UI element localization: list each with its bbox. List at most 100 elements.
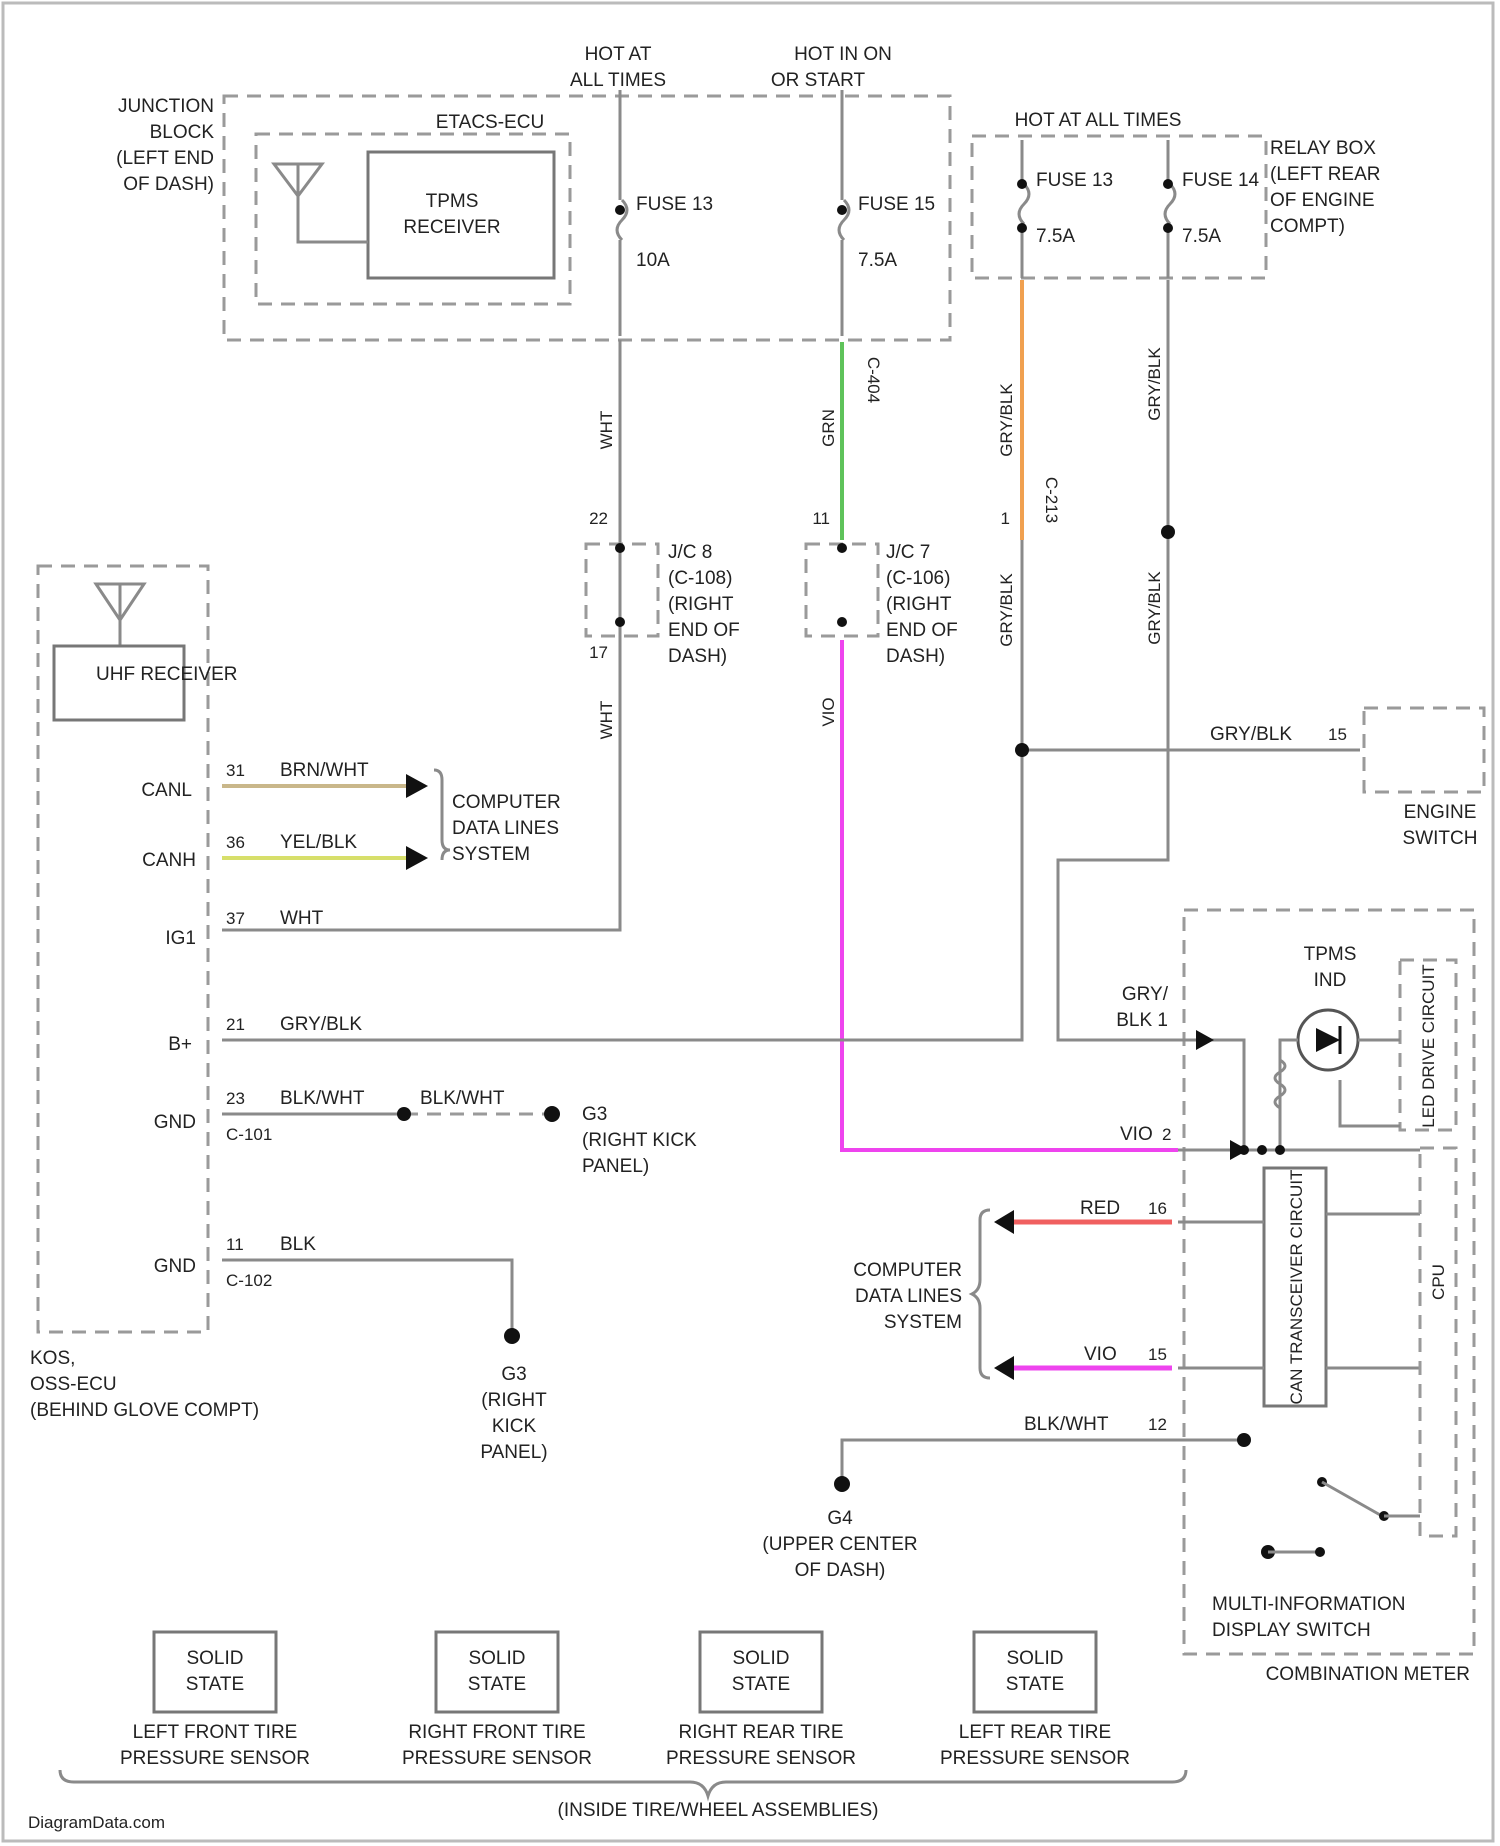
meter-gry-blk-internal [1178,1040,1244,1150]
gry-blk-label-2: GRY/BLK [997,573,1016,647]
sensor-state-line2: STATE [732,1674,790,1695]
meter-vio2-label: VIO [1084,1344,1117,1365]
sensor-label-line2: PRESSURE SENSOR [120,1748,310,1769]
g3-bottom-line4: PANEL) [480,1442,547,1463]
kos-cdl-line3: SYSTEM [452,844,530,865]
tpms-receiver-line1: TPMS [426,191,479,212]
kos-label-2: OSS-ECU [30,1374,117,1395]
sensor-state-line1: SOLID [1006,1648,1063,1669]
hot-in-on-line1: HOT IN ON [794,44,892,65]
hot-at-all-times-1-line2: ALL TIMES [570,70,666,91]
sensor-left-front: SOLID STATE LEFT FRONT TIRE PRESSURE SEN… [120,1632,310,1769]
sensor-label-line1: RIGHT FRONT TIRE [408,1722,585,1743]
jc7-line1: J/C 7 [886,542,930,563]
pin21: 21 [226,1015,245,1034]
junction-block-label-2: BLOCK [150,122,215,143]
relay-fuse13-label: FUSE 13 [1036,170,1113,191]
sensor-label-line2: PRESSURE SENSOR [940,1748,1130,1769]
relay-box-outline [972,136,1266,278]
sensor-label-line1: LEFT FRONT TIRE [133,1722,298,1743]
jc8-line5: DASH) [668,646,727,667]
ig-label: IG1 [165,928,196,949]
jc8-line2: (C-108) [668,568,732,589]
kos-label-3: (BEHIND GLOVE COMPT) [30,1400,259,1421]
cpu-outline [1420,1148,1456,1536]
g3-bottom-line1: G3 [501,1364,526,1385]
canh-label: CANH [142,850,196,871]
wht-label-1: WHT [597,411,616,450]
jc7-line5: DASH) [886,646,945,667]
antenna-icon [274,164,368,242]
meter-gry-blk-line1: GRY/ [1122,984,1169,1005]
pin22: 22 [589,509,608,528]
meter-cdl-line2: DATA LINES [855,1286,962,1307]
sensor-label-line1: LEFT REAR TIRE [959,1722,1111,1743]
hot-at-all-times-2: HOT AT ALL TIMES [1015,110,1182,131]
brn-wht-label: BRN/WHT [280,760,369,781]
c213-label: C-213 [1042,477,1061,523]
jc7-line2: (C-106) [886,568,950,589]
meter-gry-arrow-icon [1196,1030,1214,1050]
gry-blk-label-4: GRY/BLK [1145,571,1164,645]
junction-block-label-3: (LEFT END [116,148,214,169]
meter-red-label: RED [1080,1198,1120,1219]
gnd2-label: GND [154,1256,196,1277]
kos-cdl-line2: DATA LINES [452,818,559,839]
meter-pin12: 12 [1148,1415,1167,1434]
bplus-label: B+ [168,1034,192,1055]
meter-pin15: 15 [1148,1345,1167,1364]
jc8-line4: END OF [668,620,740,641]
jc7-line3: (RIGHT [886,594,952,615]
hot-at-all-times-1-line1: HOT AT [585,44,652,65]
sensor-label-line1: RIGHT REAR TIRE [678,1722,843,1743]
meter-vio-internal [1178,1080,1420,1150]
canl-label: CANL [141,780,192,801]
switch-icon [1261,1477,1420,1559]
sensor-right-rear: SOLID STATE RIGHT REAR TIRE PRESSURE SEN… [666,1632,856,1769]
sensor-label-line2: PRESSURE SENSOR [402,1748,592,1769]
sensor-right-front: SOLID STATE RIGHT FRONT TIRE PRESSURE SE… [402,1632,592,1769]
tpms-ind-line2: IND [1314,970,1347,991]
led-indicator-icon [1298,1010,1358,1070]
kos-wht-label: WHT [280,908,324,929]
relay-box-label-3: OF ENGINE [1270,190,1375,211]
pin1: 1 [1001,509,1010,528]
junction-block-label-1: JUNCTION [118,96,214,117]
sensor-state-line1: SOLID [468,1648,525,1669]
sensor-state-line1: SOLID [732,1648,789,1669]
relay-fuse13-icon [1019,184,1029,224]
jc8-line3: (RIGHT [668,594,734,615]
mid-switch-line1: MULTI-INFORMATION [1212,1594,1406,1615]
meter-pin2: 2 [1162,1125,1171,1144]
g4-line3: OF DASH) [795,1560,886,1581]
meter-vio-label: VIO [1120,1124,1153,1145]
sensor-label-line2: PRESSURE SENSOR [666,1748,856,1769]
engine-switch-outline [1364,708,1484,792]
g3-top-line1: G3 [582,1104,607,1125]
engine-switch-pin: 15 [1328,725,1347,744]
gry-blk-label-3: GRY/BLK [1145,347,1164,421]
g3-top-line3: PANEL) [582,1156,649,1177]
engine-switch-label-2: SWITCH [1403,828,1478,849]
pin31: 31 [226,761,245,780]
relay-box-label-4: COMPT) [1270,216,1345,237]
cpu-label: CPU [1429,1264,1448,1300]
wht-label-2: WHT [597,701,616,740]
fuse15-amp: 7.5A [858,250,897,271]
watermark: DiagramData.com [28,1813,165,1832]
meter-pin16: 16 [1148,1199,1167,1218]
tpms-ind-line1: TPMS [1304,944,1357,965]
canl-arrow-icon [406,774,428,798]
sensors-note: (INSIDE TIRE/WHEEL ASSEMBLIES) [558,1800,879,1821]
hot-in-on-line2: OR START [771,70,866,91]
g4-line2: (UPPER CENTER [762,1534,917,1555]
tpms-receiver-line2: RECEIVER [403,217,500,238]
sensor-state-line2: STATE [1006,1674,1064,1695]
kos-blk-wht-label: BLK/WHT [280,1088,365,1109]
jc8-line1: J/C 8 [668,542,712,563]
gry-blk-bplus-wire [222,540,1022,1040]
sensor-left-rear: SOLID STATE LEFT REAR TIRE PRESSURE SENS… [940,1632,1130,1769]
yel-blk-label: YEL/BLK [280,832,357,853]
relay-box-label-2: (LEFT REAR [1270,164,1381,185]
